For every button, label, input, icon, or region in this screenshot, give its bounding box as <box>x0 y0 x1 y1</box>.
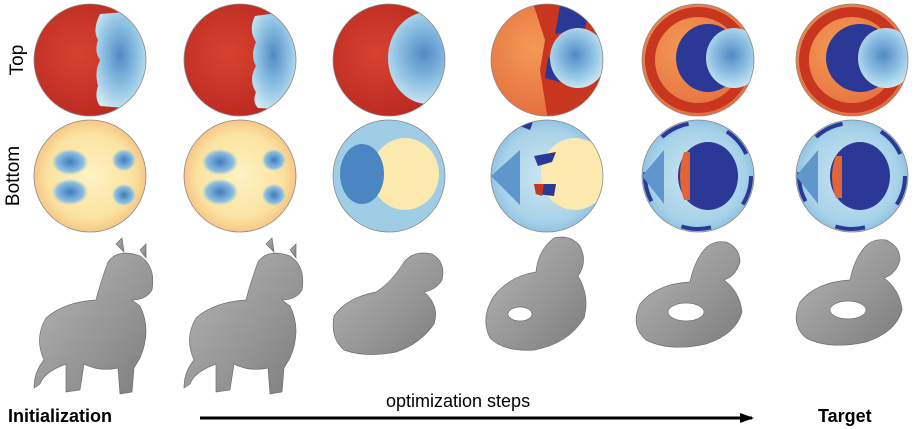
bottom-sphere-step3 <box>491 120 603 232</box>
mesh-step3-morph <box>485 236 587 351</box>
top-sphere-target <box>796 4 908 116</box>
bottom-sphere-step2 <box>333 120 445 232</box>
caption-initialization: Initialization <box>8 406 113 426</box>
bottom-sphere-target <box>796 120 908 232</box>
caption-target: Target <box>818 406 872 426</box>
top-sphere-step4 <box>642 4 754 116</box>
mesh-step4-duck <box>635 241 743 348</box>
mesh-step1-cow <box>183 237 304 395</box>
row-label-top: Top <box>7 44 28 76</box>
top-sphere-step3 <box>491 4 603 116</box>
bottom-sphere-step1 <box>184 120 296 232</box>
top-sphere-step2 <box>333 4 445 116</box>
row-label-bottom: Bottom <box>3 145 24 207</box>
top-sphere-step0 <box>34 4 146 116</box>
caption-optimization-steps: optimization steps <box>386 391 531 411</box>
mesh-target-duck <box>795 239 903 346</box>
bottom-sphere-step0 <box>34 120 146 232</box>
bottom-sphere-step4 <box>642 120 754 232</box>
sphere-outlines <box>33 3 909 233</box>
mesh-step0-cow <box>33 237 154 395</box>
top-sphere-step1 <box>184 4 296 116</box>
mesh-step2-morph <box>332 252 444 355</box>
